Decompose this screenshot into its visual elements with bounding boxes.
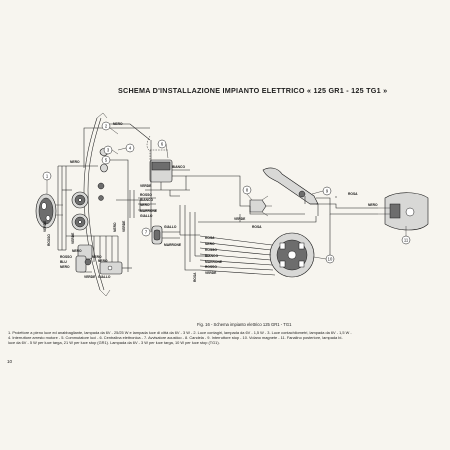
wire-label: ROSA	[348, 192, 358, 196]
svg-text:8: 8	[246, 188, 249, 193]
wire-label: GIALLO	[98, 275, 111, 279]
legend-line: 4. Interruttore arresto motore - 5. Comm…	[8, 335, 343, 341]
wire-label: NERO	[205, 242, 215, 246]
svg-text:6: 6	[161, 142, 164, 147]
tail-light	[378, 192, 429, 231]
wire-label: GIALLO	[164, 225, 177, 229]
callout-8: 8	[242, 185, 252, 195]
wire-label: VERDE	[71, 232, 75, 244]
svg-text:11: 11	[404, 238, 409, 243]
handlebar-switch-mid	[100, 163, 108, 173]
svg-text:3: 3	[107, 148, 110, 153]
wire-label: VERDE	[84, 275, 96, 279]
page-number: 10	[7, 359, 13, 364]
spark-plug-lead	[186, 175, 272, 217]
callout-2: 2	[101, 121, 111, 131]
wire-label: NERO	[98, 259, 108, 263]
wire-label: MARRONE	[164, 243, 182, 247]
diagram-title: SCHEMA D'INSTALLAZIONE IMPIANTO ELETTRIC…	[118, 86, 388, 95]
callout-5: 5	[101, 155, 111, 165]
wire-label: NERO	[92, 255, 102, 259]
wire-label: ROSSO	[60, 255, 72, 259]
wire-label: VERDE	[234, 217, 246, 221]
wire-label: VERDE	[205, 271, 217, 275]
wire-label: ROSSO	[205, 265, 217, 269]
wire-label: NERO	[113, 122, 123, 126]
instrument-gauges	[71, 191, 89, 231]
wire-label: ROSSO	[205, 248, 217, 252]
wire-label: BIANCO	[172, 165, 185, 169]
svg-text:4: 4	[129, 146, 132, 151]
wire-labels: NERO NERO VERDE VERDE ROSSO BLU NERO NER…	[43, 122, 378, 282]
callout-6: 6	[157, 139, 167, 149]
wire-label: MARRONE	[140, 209, 158, 213]
callout-10: 10	[325, 254, 335, 264]
top-black-wire	[83, 127, 150, 168]
wire-label: ROSSO	[47, 234, 51, 246]
legend-line: luce da 6V - 5 W per luce targa, 21 W pe…	[8, 340, 220, 346]
wire-label: NERO	[70, 160, 80, 164]
wire-label: BIANCO	[205, 254, 218, 258]
callout-1: 1	[42, 171, 52, 181]
figure-caption: Fig. 16 - Schema impianto elettrico 125 …	[197, 322, 292, 327]
wire-label: NERO	[140, 203, 150, 207]
wire-label: MARRONE	[205, 260, 223, 264]
wire-label: BLU	[60, 260, 67, 264]
figure-legend: 1. Proiettore a pieno luce ed anabbaglia…	[8, 330, 444, 346]
brake-pedal	[198, 167, 319, 223]
legend-line: 1. Proiettore a pieno luce ed anabbaglia…	[8, 330, 352, 335]
svg-text:1: 1	[46, 174, 49, 179]
svg-text:9: 9	[326, 189, 329, 194]
wire-label: ROSA	[252, 225, 262, 229]
wire-label: NERO	[72, 249, 82, 253]
callout-3: 3	[103, 145, 113, 155]
callout-7: 7	[141, 227, 151, 237]
svg-text:2: 2	[105, 124, 108, 129]
magneto-flywheel	[269, 232, 315, 278]
wire-label: VERDE	[140, 184, 152, 188]
headlight	[35, 193, 63, 229]
wire-label: ROSSO	[140, 193, 152, 197]
wire-label: NERO	[113, 222, 117, 232]
svg-text:10: 10	[328, 257, 333, 262]
callout-9: 9	[322, 186, 332, 196]
callout-11: 11	[401, 235, 411, 245]
wire-label: VERDE	[43, 220, 47, 232]
stator-wires	[195, 235, 276, 276]
callouts: 1 2 3 4 5 6 7 8 9 10 11	[42, 121, 411, 264]
wire-label: ROSA	[193, 272, 197, 282]
wire-label: NERO	[368, 203, 378, 207]
horn	[151, 225, 180, 245]
svg-text:7: 7	[145, 230, 148, 235]
light-switch-block	[75, 244, 132, 275]
wire-label: BIANCO	[140, 198, 153, 202]
rear-wiring	[316, 196, 378, 260]
wire-label: ROSA	[205, 236, 215, 240]
wire-label: GIALLO	[140, 214, 153, 218]
wire-label: VERDE	[122, 220, 126, 232]
svg-text:5: 5	[105, 158, 108, 163]
callout-4: 4	[125, 143, 135, 153]
center-harness	[129, 140, 200, 271]
wire-label: NERO	[60, 265, 70, 269]
electronic-control-unit	[146, 135, 190, 190]
